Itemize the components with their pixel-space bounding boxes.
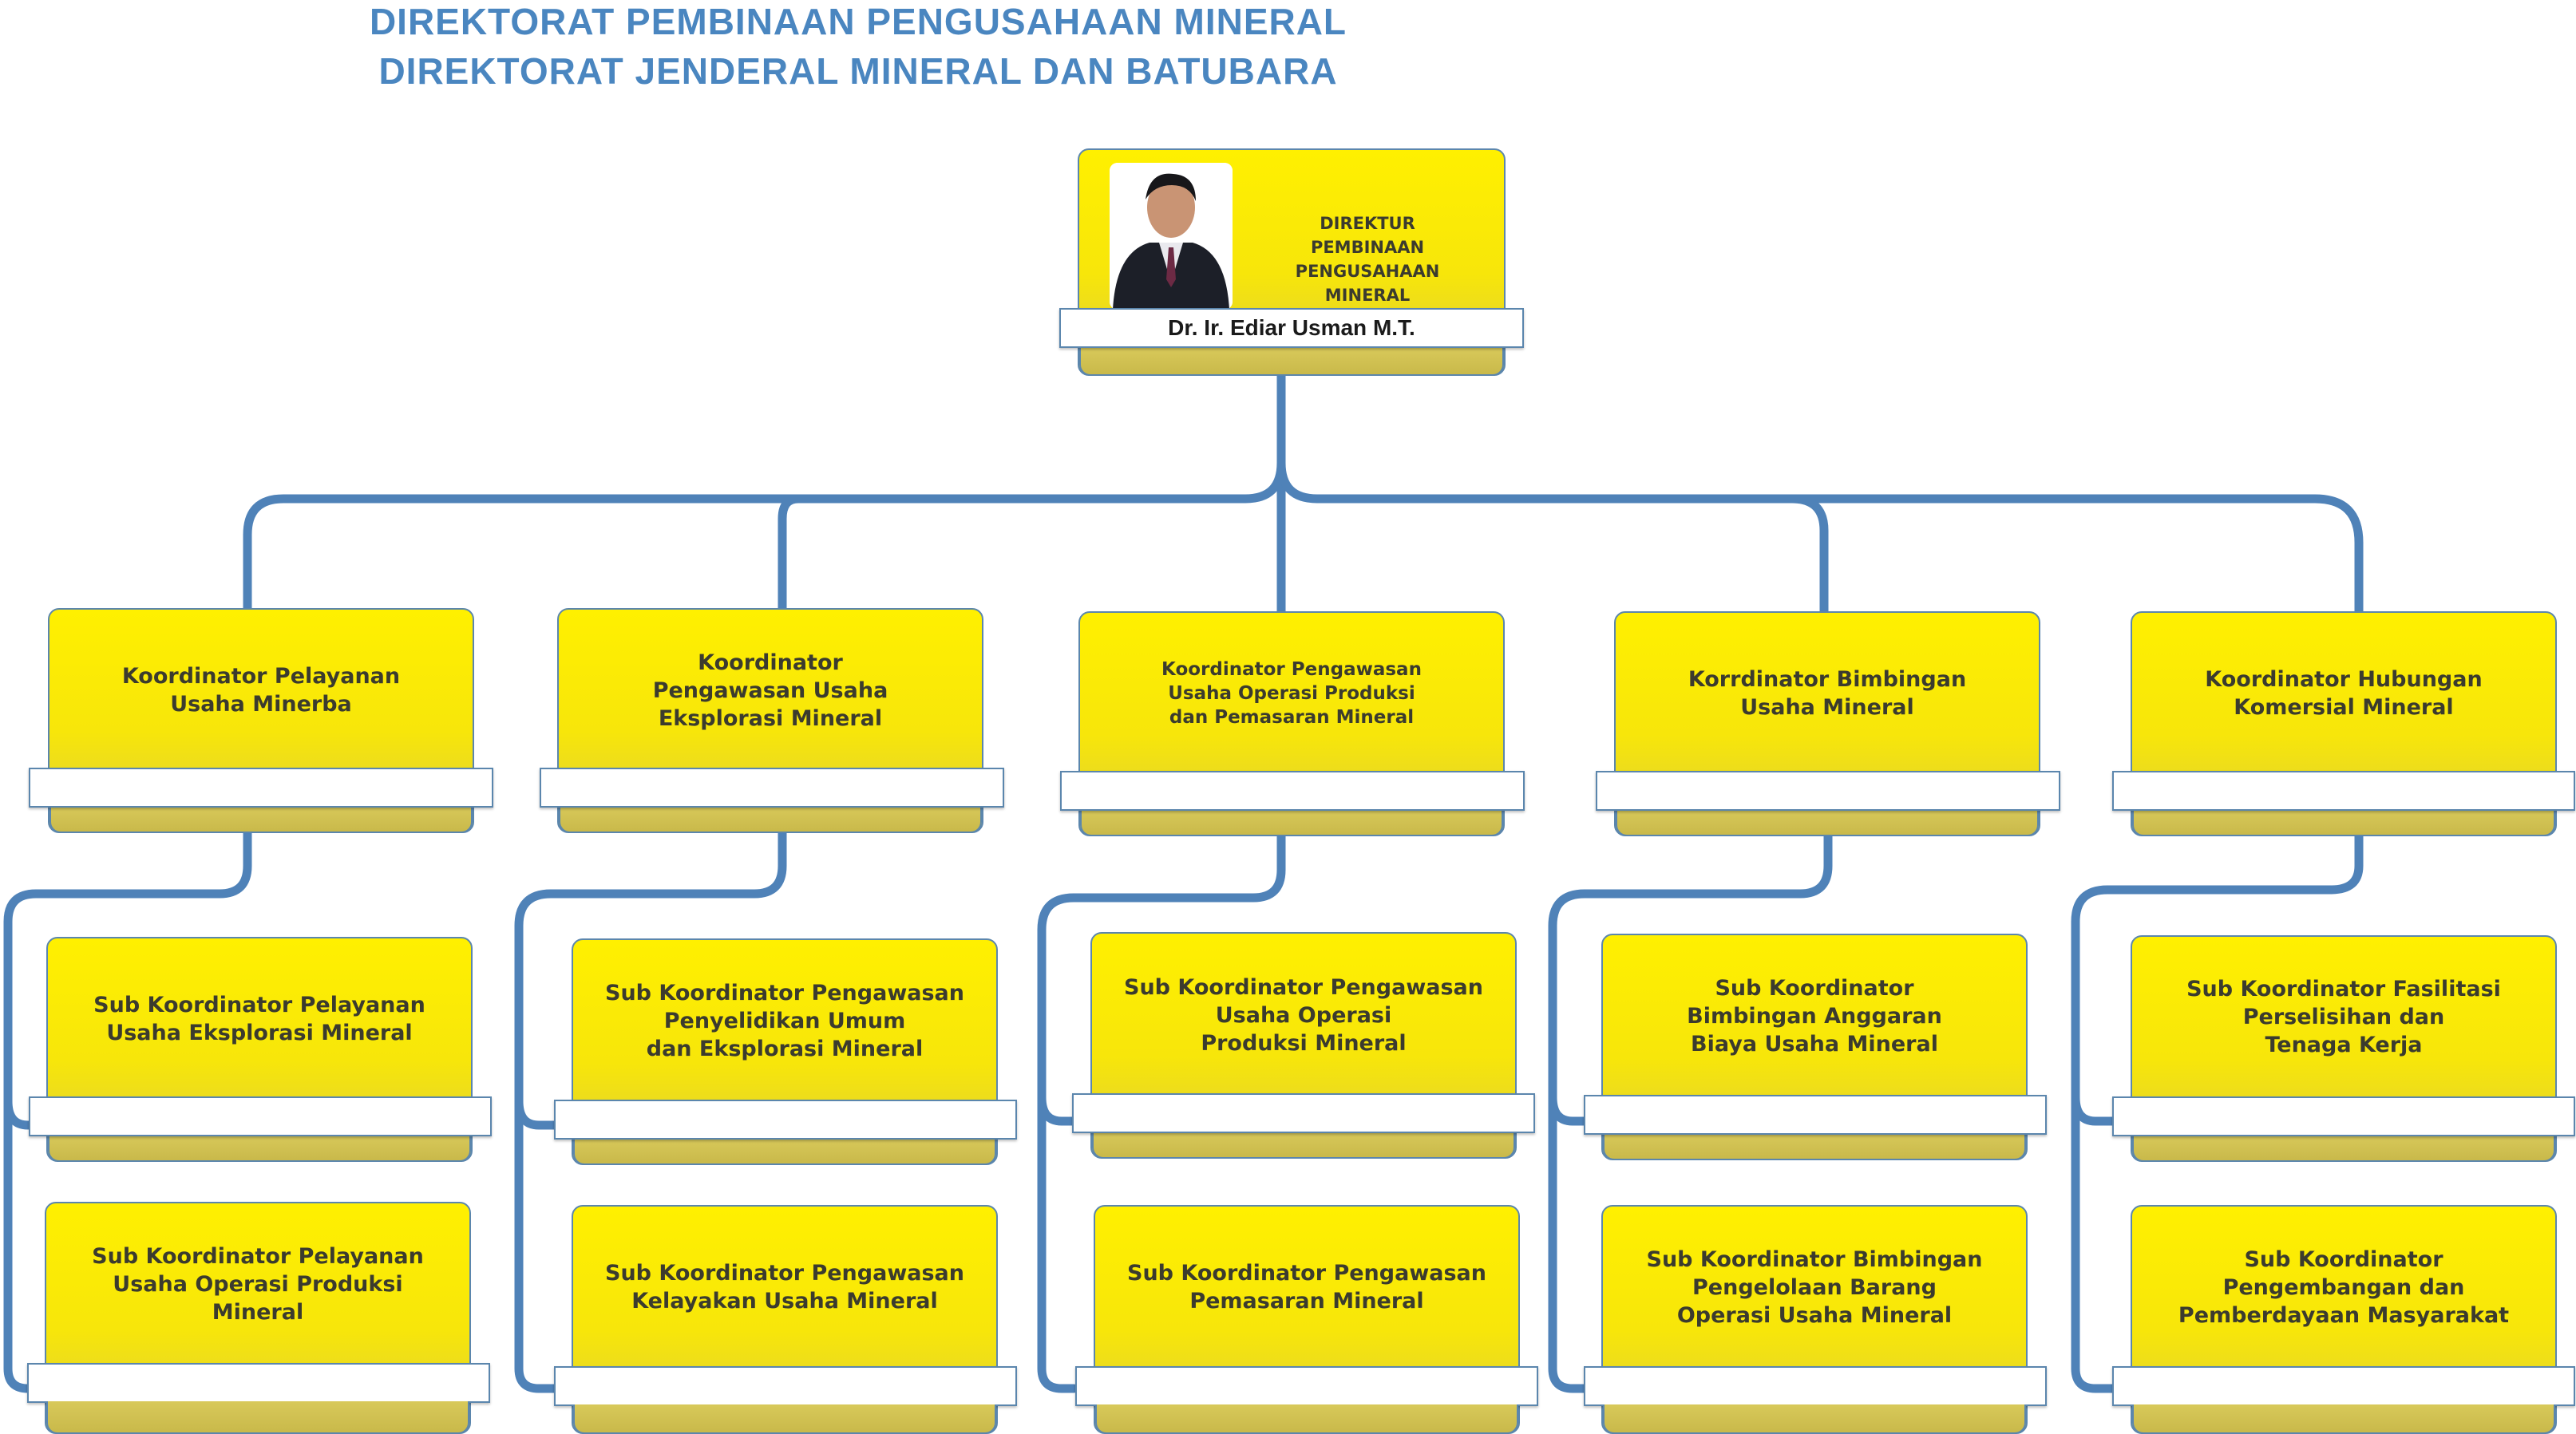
sub-coordinator-box-bottom bbox=[573, 1138, 996, 1165]
coordinator-banner bbox=[1060, 771, 1525, 811]
sub-coordinator-label: Sub Koordinator Bimbingan Pengelolaan Ba… bbox=[1646, 1246, 1983, 1328]
connector-director-branch-2 bbox=[778, 494, 803, 615]
connector-col4 bbox=[1548, 829, 1833, 1393]
coordinator-label: Korrdinator Bimbingan Usaha Mineral bbox=[1688, 667, 1967, 720]
sub-coordinator-banner bbox=[2112, 1366, 2575, 1406]
sub-coordinator-label: Sub Koordinator Pengawasan Pemasaran Min… bbox=[1127, 1261, 1486, 1314]
connector-col5 bbox=[2071, 829, 2364, 1393]
title-line-2: DIREKTORAT JENDERAL MINERAL DAN BATUBARA bbox=[378, 50, 1338, 92]
sub-coordinator-box-bottom bbox=[2132, 1135, 2555, 1162]
connector-col3 bbox=[1037, 829, 1286, 1393]
sub-coordinator-banner bbox=[29, 1096, 492, 1136]
connector-col2 bbox=[514, 825, 787, 1393]
sub-coordinator-label: Sub Koordinator Pengawasan Penyelidikan … bbox=[605, 980, 964, 1061]
connector-director-branch-right bbox=[1276, 458, 2364, 619]
connector-col5-sub1 bbox=[2071, 1092, 2128, 1126]
director-photo bbox=[1110, 163, 1233, 310]
coordinator-box-bottom bbox=[49, 806, 473, 833]
sub-coordinator-banner bbox=[554, 1100, 1017, 1140]
title-line-1: DIREKTORAT PEMBINAAN PENGUSAHAAN MINERAL bbox=[369, 1, 1347, 42]
sub-coordinator-label: Sub Koordinator Fasilitasi Perselisihan … bbox=[2186, 976, 2501, 1057]
sub-coordinator-box-bottom bbox=[2132, 1404, 2555, 1434]
person-portrait-icon bbox=[1110, 163, 1233, 310]
coordinator-box-bottom bbox=[2132, 809, 2555, 836]
connector-col3-sub1 bbox=[1037, 1092, 1078, 1126]
sub-coordinator-box-bottom bbox=[1603, 1404, 2026, 1434]
connector-col2-sub1 bbox=[514, 1096, 560, 1130]
director-title: DIREKTUR PEMBINAAN PENGUSAHAAN MINERAL bbox=[1295, 214, 1440, 305]
sub-coordinator-box-bottom bbox=[1603, 1133, 2026, 1160]
sub-coordinator-box-bottom bbox=[46, 1401, 469, 1434]
coordinator-label: Koordinator Pelayanan Usaha Minerba bbox=[121, 664, 401, 717]
sub-coordinator-box-bottom bbox=[1095, 1404, 1518, 1434]
sub-coordinator-label: Sub Koordinator Bimbingan Anggaran Biaya… bbox=[1687, 975, 1942, 1057]
coordinator-label: Koordinator Pengawasan Usaha Eksplorasi … bbox=[652, 650, 888, 731]
connector-col1-sub1 bbox=[3, 1096, 45, 1130]
sub-coordinator-label: Sub Koordinator Pengembangan dan Pemberd… bbox=[2178, 1246, 2510, 1328]
sub-coordinator-banner bbox=[27, 1363, 490, 1403]
coordinator-box-bottom bbox=[559, 806, 982, 833]
sub-coordinator-box-bottom bbox=[1092, 1132, 1515, 1159]
sub-coordinator-banner bbox=[1075, 1366, 1538, 1406]
sub-coordinator-label: Sub Koordinator Pelayanan Usaha Operasi … bbox=[92, 1243, 424, 1325]
connector-director-branch-4 bbox=[1787, 494, 1829, 619]
sub-coordinator-banner bbox=[1072, 1093, 1535, 1133]
coordinator-banner bbox=[29, 768, 493, 808]
connector-col1 bbox=[3, 825, 252, 1393]
sub-coordinator-box-bottom bbox=[573, 1404, 996, 1434]
coordinator-box-bottom bbox=[1080, 809, 1503, 836]
sub-coordinator-label: Sub Koordinator Pelayanan Usaha Eksplora… bbox=[93, 993, 425, 1045]
sub-coordinator-label: Sub Koordinator Pengawasan Usaha Operasi… bbox=[1124, 974, 1483, 1056]
connector-col4-sub1 bbox=[1548, 1092, 1593, 1126]
sub-coordinator-label: Sub Koordinator Pengawasan Kelayakan Usa… bbox=[605, 1261, 964, 1314]
sub-coordinator-banner bbox=[2112, 1096, 2575, 1136]
coordinator-label: Koordinator Hubungan Komersial Mineral bbox=[2205, 667, 2483, 720]
sub-coordinator-banner bbox=[1584, 1366, 2047, 1406]
coordinator-banner bbox=[1596, 771, 2060, 811]
coordinator-banner bbox=[540, 768, 1004, 808]
coordinator-label: Koordinator Pengawasan Usaha Operasi Pro… bbox=[1161, 659, 1422, 728]
sub-coordinator-banner bbox=[554, 1366, 1017, 1406]
sub-coordinator-banner bbox=[1584, 1095, 2047, 1135]
director-name: Dr. Ir. Ediar Usman M.T. bbox=[1168, 315, 1415, 340]
director-box-bottom bbox=[1079, 348, 1504, 376]
coordinator-box-bottom bbox=[1616, 809, 2039, 836]
sub-coordinator-box-bottom bbox=[48, 1135, 471, 1162]
director-name-banner bbox=[1059, 308, 1524, 348]
connector-director-trunk bbox=[243, 370, 1286, 615]
coordinator-banner bbox=[2112, 771, 2575, 811]
